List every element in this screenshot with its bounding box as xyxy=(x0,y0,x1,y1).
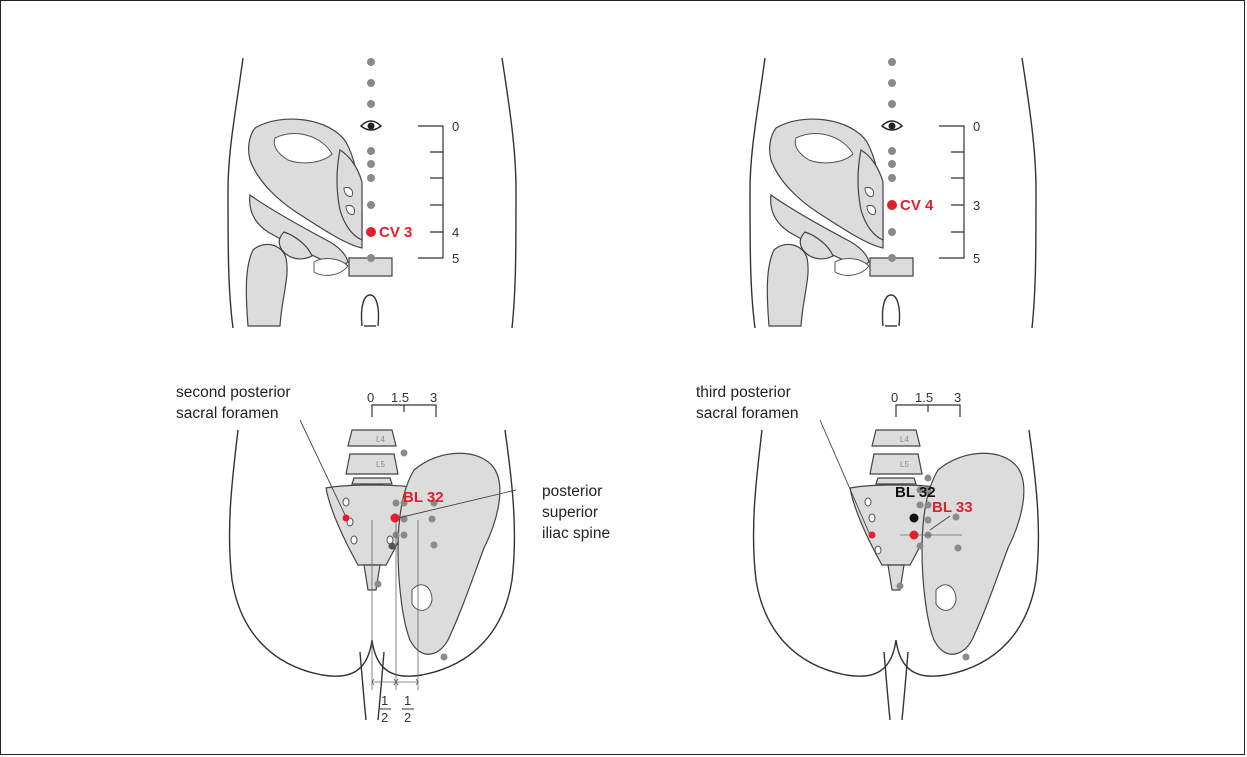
scale-tick-0: 0 xyxy=(452,119,459,134)
scale-tick-4: 4 xyxy=(452,225,459,240)
panel-bl32: L4 L5 0 1.5 3 1 2 xyxy=(176,384,610,725)
scale-tick-3: 3 xyxy=(954,390,961,405)
foramen-note-line1: second posterior xyxy=(176,384,291,401)
landmark-line2: superior xyxy=(542,504,598,521)
cv3-label: CV 3 xyxy=(379,224,412,241)
bl32-label: BL 32 xyxy=(403,489,444,506)
vertebra-label-l5: L5 xyxy=(376,460,385,469)
foramen-note-line1: third posterior xyxy=(696,384,791,401)
cun-scale xyxy=(896,405,960,417)
fraction-denominator: 2 xyxy=(404,710,411,725)
panel-cv3: 0 4 5 CV 3 xyxy=(228,58,516,328)
landmark-line1: posterior xyxy=(542,483,602,500)
bl32-point xyxy=(391,514,400,523)
sacral-foramen-point xyxy=(869,532,876,539)
bl32-reference-label: BL 32 xyxy=(895,484,936,501)
leaders xyxy=(820,420,870,535)
scale-tick-1-5: 1.5 xyxy=(391,390,409,405)
navel-icon xyxy=(361,121,381,130)
panel-bl33: L4 L5 0 1.5 3 third posterio xyxy=(696,384,1038,720)
scale-tick-0: 0 xyxy=(367,390,374,405)
proportional-scale xyxy=(418,126,443,258)
vertebra-label-l4: L4 xyxy=(900,435,909,444)
sacral-foramen-point xyxy=(343,515,350,522)
foramen-note-line2: sacral foramen xyxy=(696,405,799,422)
navel-icon xyxy=(882,121,902,130)
scale-tick-3: 3 xyxy=(973,198,980,213)
bl33-label: BL 33 xyxy=(932,499,973,516)
cv3-point xyxy=(366,227,376,237)
scale-tick-5: 5 xyxy=(452,251,459,266)
fraction-denominator: 2 xyxy=(381,710,388,725)
vertebra-label-l5: L5 xyxy=(900,460,909,469)
scale-tick-3: 3 xyxy=(430,390,437,405)
cv4-point xyxy=(887,200,897,210)
panel-cv4: 0 3 5 CV 4 xyxy=(750,58,1036,328)
scale-tick-0: 0 xyxy=(973,119,980,134)
cun-scale xyxy=(372,405,436,417)
cv4-label: CV 4 xyxy=(900,197,934,214)
midline-markers xyxy=(888,58,896,262)
scale-tick-0: 0 xyxy=(891,390,898,405)
vertebra-label-l4: L4 xyxy=(376,435,385,444)
bl33-point xyxy=(910,531,919,540)
proportional-scale xyxy=(939,126,964,258)
scale-tick-5: 5 xyxy=(973,251,980,266)
bl32-reference-point xyxy=(910,514,919,523)
hip-bone xyxy=(398,453,500,654)
landmark-line3: iliac spine xyxy=(542,525,610,542)
scale-tick-1-5: 1.5 xyxy=(915,390,933,405)
half-cun-fraction-left: 1 2 xyxy=(379,693,391,725)
fraction-numerator: 1 xyxy=(404,693,411,708)
half-cun-fraction-right: 1 2 xyxy=(402,693,414,725)
foramen-note-line2: sacral foramen xyxy=(176,405,279,422)
fraction-numerator: 1 xyxy=(381,693,388,708)
hip-bone xyxy=(922,453,1024,654)
